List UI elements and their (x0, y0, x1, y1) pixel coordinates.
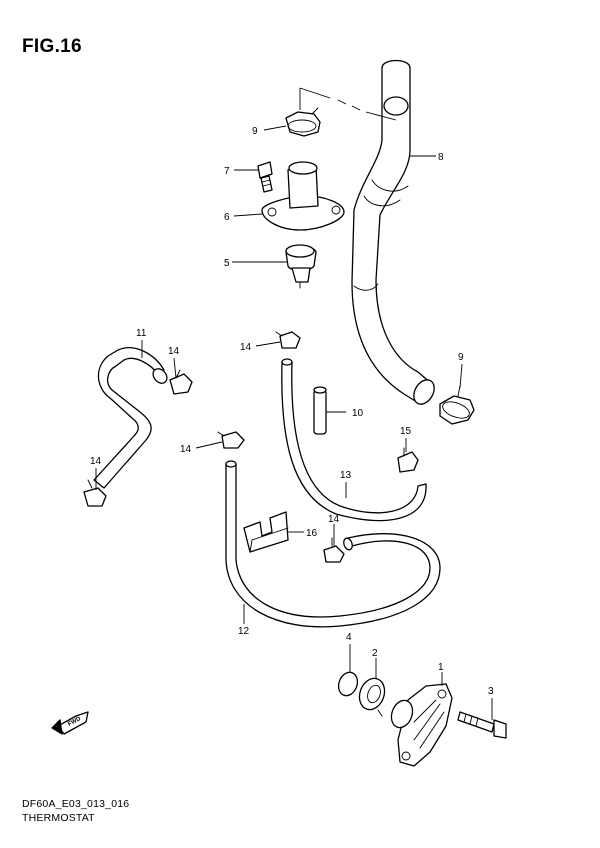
forward-arrow-icon: FWD (51, 711, 89, 735)
part-12-hose (225, 460, 441, 628)
callout-5: 5 (224, 258, 230, 269)
part-9-clamp-lower (439, 385, 475, 425)
callout-11: 11 (136, 328, 147, 339)
part-15-clip (397, 447, 419, 473)
part-14-clamp-d (217, 431, 245, 449)
callout-16: 16 (306, 528, 318, 539)
callout-3: 3 (488, 686, 494, 697)
part-6-thermostat-cover (261, 161, 345, 231)
part-10-short-hose (313, 386, 327, 435)
part-14-clamp-e (323, 537, 345, 563)
assembly-leader-line (299, 87, 397, 121)
drawing-code: DF60A_E03_013_016 (22, 798, 130, 810)
callout-15: 15 (400, 426, 412, 437)
callout-9-lower: 9 (458, 352, 464, 363)
part-16-bracket (243, 511, 289, 553)
callout-12: 12 (238, 626, 250, 637)
callout-13: 13 (340, 470, 352, 481)
callout-7: 7 (224, 166, 230, 177)
part-1-housing (390, 683, 453, 767)
part-3-bolt (457, 711, 507, 739)
part-4-o-ring (337, 671, 359, 697)
figure-name: THERMOSTAT (22, 812, 95, 824)
part-11-hose (93, 347, 168, 489)
callout-10: 10 (352, 408, 364, 419)
callout-numbers: 9 7 6 5 8 11 14 14 14 14 14 9 10 15 13 1… (90, 126, 494, 697)
callout-14-c: 14 (240, 342, 252, 353)
callout-6: 6 (224, 212, 230, 223)
part-2-insert (358, 677, 386, 717)
part-13-hose (281, 358, 427, 522)
callout-2: 2 (372, 648, 378, 659)
callout-14-b: 14 (90, 456, 102, 467)
callout-14-d: 14 (180, 444, 192, 455)
callout-9-upper: 9 (252, 126, 258, 137)
callout-14-e: 14 (328, 514, 340, 525)
part-5-thermostat (285, 244, 317, 289)
figure-title: FIG.16 (22, 36, 82, 57)
part-7-bolt (257, 161, 273, 193)
part-14-clamp-c (275, 331, 301, 349)
leader-lines (95, 125, 493, 720)
part-8-hose (351, 59, 435, 405)
part-14-clamp-a (169, 369, 193, 395)
part-9-clamp-upper (285, 107, 321, 137)
callout-4: 4 (346, 632, 352, 643)
callout-14-a: 14 (168, 346, 180, 357)
callout-1: 1 (438, 662, 444, 673)
callout-8: 8 (438, 152, 444, 163)
